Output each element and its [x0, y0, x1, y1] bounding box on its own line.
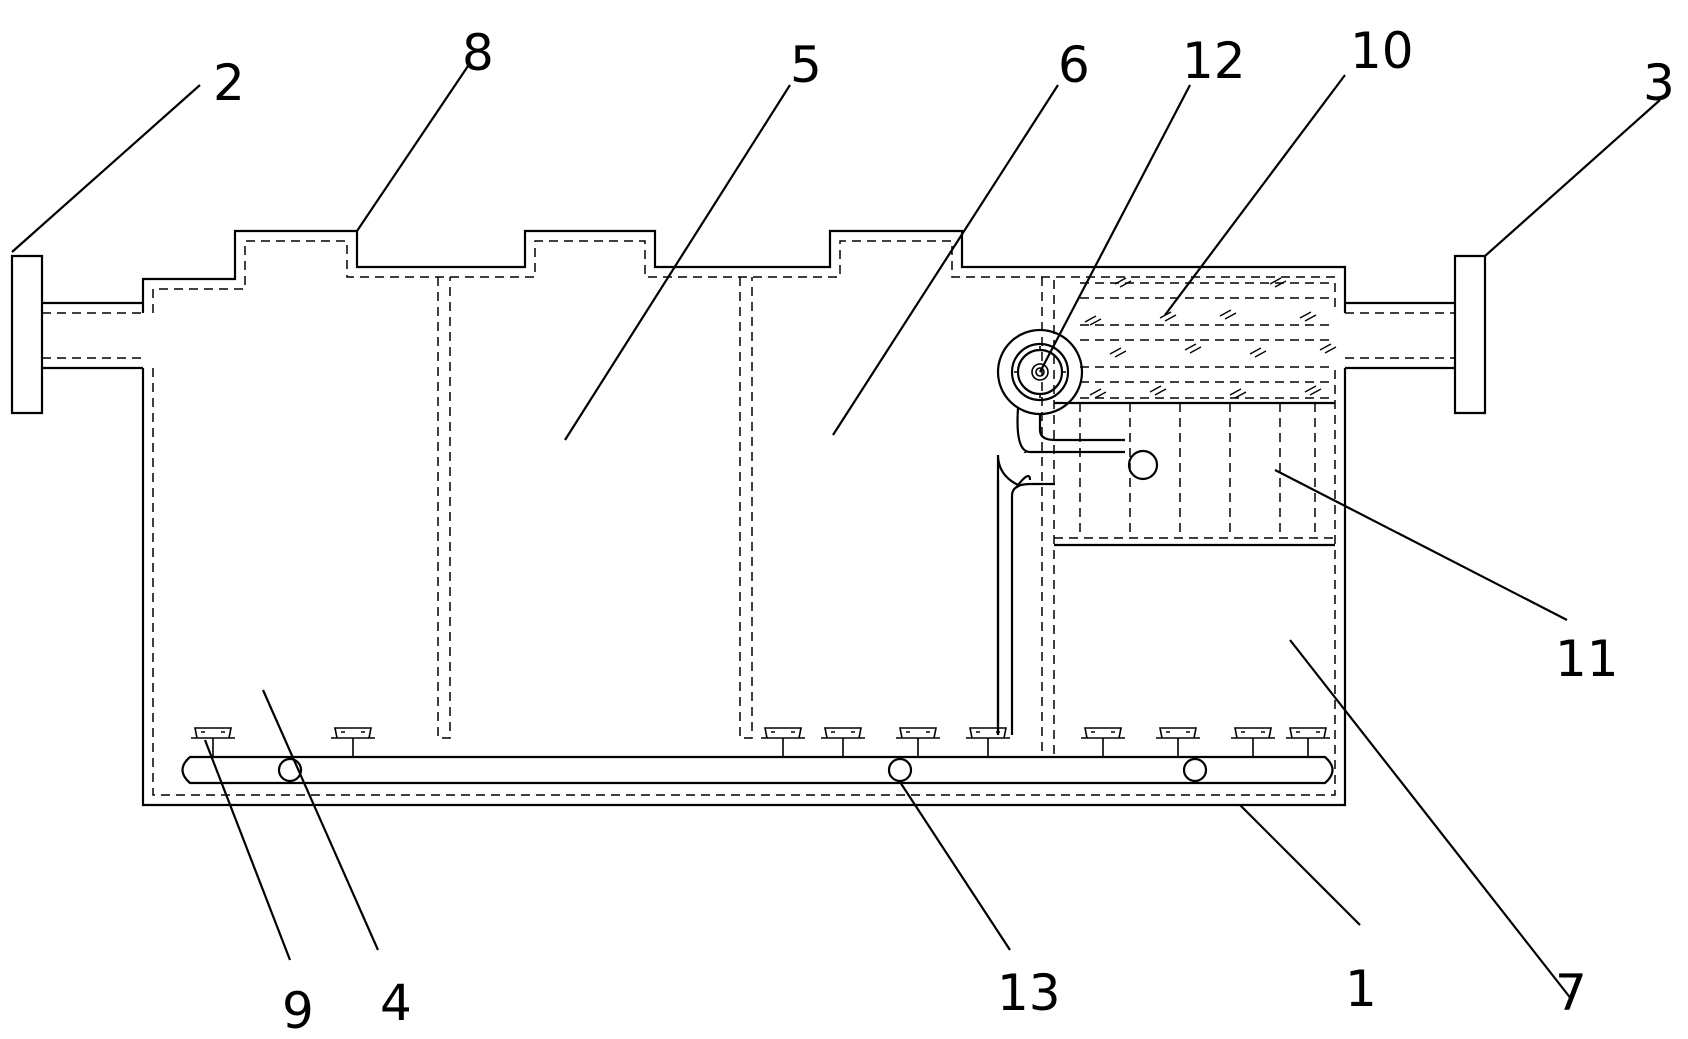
callout-11: 11: [1555, 630, 1619, 688]
leader-lines: [11, 65, 1661, 1001]
callout-12: 12: [1182, 32, 1246, 90]
leader-13: [899, 781, 1011, 951]
leader-9: [203, 739, 292, 961]
baffle-4-5: [437, 277, 451, 739]
callout-10: 10: [1350, 22, 1414, 80]
pump-assembly: [996, 328, 1159, 735]
leader-5: [564, 84, 791, 441]
leader-4: [261, 689, 380, 951]
leader-6: [832, 84, 1059, 436]
aeration-pipe: [181, 755, 1334, 785]
baffle-5-6: [739, 277, 753, 739]
outlet-pipe: [1345, 254, 1487, 415]
aerator-diffusers: [191, 727, 1330, 757]
filter-module-block: [1054, 401, 1335, 547]
callout-2: 2: [213, 54, 245, 112]
callout-13: 13: [997, 964, 1061, 1022]
leader-11: [1274, 469, 1568, 621]
leader-7: [1289, 639, 1573, 1001]
leader-3: [1484, 99, 1661, 257]
callout-3: 3: [1643, 54, 1675, 112]
leader-12: [1039, 84, 1191, 373]
inlet-pipe: [10, 254, 143, 415]
callout-6: 6: [1058, 36, 1090, 94]
callout-7: 7: [1555, 964, 1587, 1022]
callout-4: 4: [380, 974, 412, 1032]
filter-media-layer: [1080, 277, 1337, 404]
callout-labels: 2 8 5 6 12 10 3 11 7 1 13 4 9: [213, 22, 1675, 1039]
callout-5: 5: [790, 36, 822, 94]
callout-8: 8: [462, 24, 494, 82]
callout-9: 9: [282, 982, 314, 1039]
leader-10: [1164, 74, 1346, 316]
leader-8: [356, 65, 469, 232]
leader-2: [11, 84, 201, 253]
leader-1: [1239, 804, 1361, 926]
callout-1: 1: [1345, 960, 1377, 1018]
tank-body: [141, 229, 1347, 807]
